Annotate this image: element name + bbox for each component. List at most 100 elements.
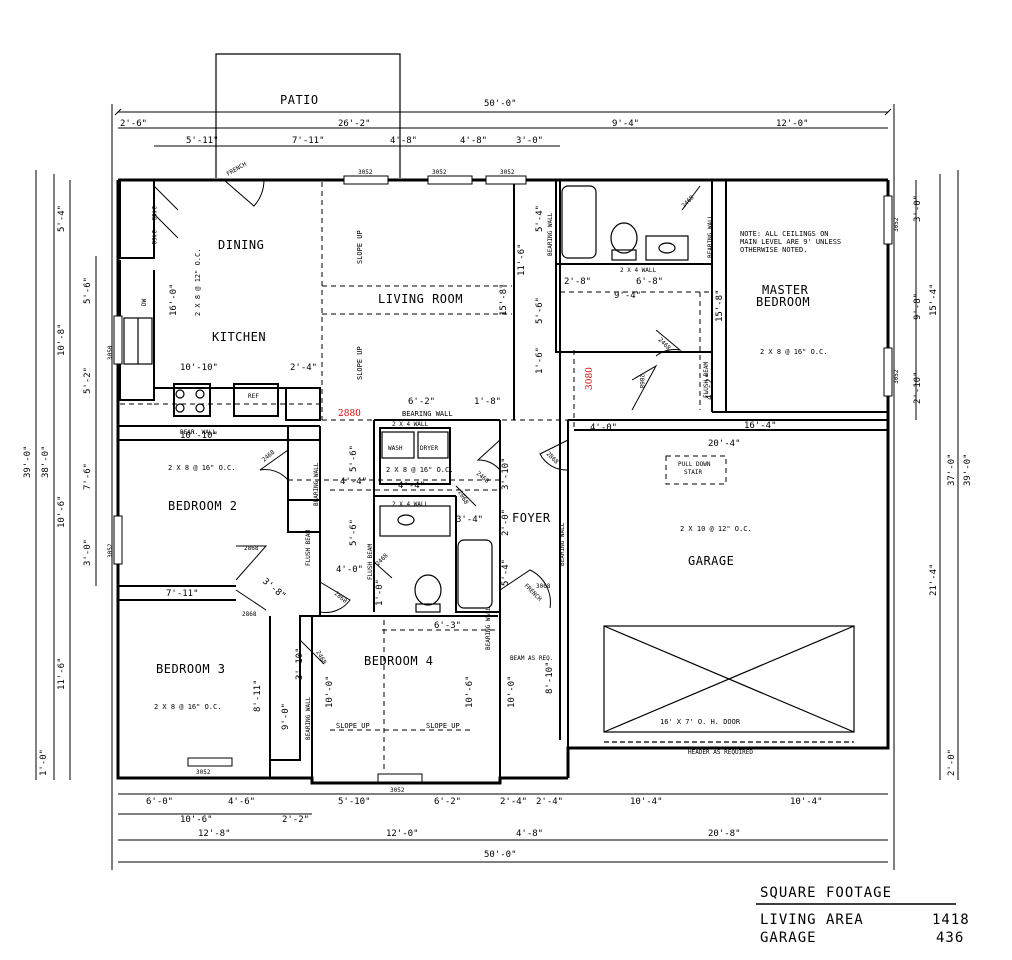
square-footage-table: SQUARE FOOTAGE LIVING AREA 1418 GARAGE 4… — [756, 885, 969, 946]
two-x-four-laundry: 2 X 4 WALL — [392, 421, 429, 428]
opening-callouts: 3052 3052 3052 3052 3052 3050 3052 3052 … — [107, 169, 900, 794]
dim-right-2: 9'-8" — [913, 293, 923, 320]
dim-bot3-d: 20'-8" — [708, 829, 741, 839]
ceiling-note-line3: OTHERWISE NOTED. — [740, 246, 807, 254]
room-label-foyer: FOYER — [512, 511, 551, 525]
dim-int-bath-b: 6'-8" — [636, 277, 663, 287]
dim-right-6: 2'-0" — [947, 749, 957, 776]
dim-bot4: 50'-0" — [484, 850, 517, 860]
dim-right-4: 15'-4" — [929, 283, 939, 316]
dim-bot1-f: 2'-4" — [536, 797, 563, 807]
bearing-wall-bed4: BEARING WALL — [485, 606, 492, 650]
joist-note-bedroom3: 2 X 8 @ 16" O.C. — [154, 703, 221, 711]
washer-label: WASH — [388, 445, 403, 452]
room-label-dining: DINING — [218, 238, 264, 252]
dimension-text: 50'-0" 2'-6" 26'-2" 9'-4" 12'-0" 5'-11" … — [23, 99, 973, 860]
door-tag-bath: 2468 — [374, 552, 389, 567]
door-tag-laundry: 2468 — [475, 470, 491, 485]
hall-tub — [457, 539, 493, 609]
dryer-label: DRYER — [420, 445, 438, 452]
dim-bot2-a: 10'-6" — [180, 815, 213, 825]
dim-right-1: 3'-0" — [913, 195, 923, 222]
rough-opening-2880: 2880 — [338, 409, 361, 419]
flush-beam-master: FLUSH BEAM — [703, 361, 710, 398]
dim-int-1-6: 1'-6" — [535, 347, 545, 374]
dim-int-closet-v: 5'-4" — [535, 205, 545, 232]
washer — [381, 431, 415, 459]
dim-top-c: 9'-4" — [612, 119, 639, 129]
room-label-garage: GARAGE — [688, 554, 734, 568]
window-tag-master-1: 3052 — [893, 217, 900, 232]
dim-int-laundry-b: 1'-8" — [474, 397, 501, 407]
dim-int-3-8: 3'-8" — [260, 577, 287, 602]
dim-int-gar-h: 20'-4" — [708, 439, 741, 449]
slope-note-bed4-1: SLOPE UP — [336, 722, 370, 730]
dim-bot3-a: 12'-8" — [198, 829, 231, 839]
dim-right-b: 37'-0" — [947, 453, 957, 486]
two-x-four-master: 2 X 4 WALL — [620, 267, 657, 274]
dim-bot1-a: 6'-0" — [146, 797, 173, 807]
dim-bot1-h: 10'-4" — [790, 797, 823, 807]
hall-vanity — [379, 505, 451, 537]
door-tag-bed4: 2868 — [333, 590, 349, 605]
room-label-bedroom2: BEDROOM 2 — [168, 499, 238, 513]
room-label-master-2: BEDROOM — [756, 295, 810, 309]
dim-top2-a: 5'-11" — [186, 136, 219, 146]
dim-top2-d: 4'-8" — [460, 136, 487, 146]
sqft-row-label: GARAGE — [760, 930, 817, 946]
room-label-bedroom3: BEDROOM 3 — [156, 662, 226, 676]
room-labels: PATIO DINING KITCHEN LIVING ROOM MASTER … — [156, 93, 810, 676]
dryer — [417, 431, 449, 459]
dim-int-laundry-w: 6'-2" — [408, 397, 435, 407]
french-door-patio: FRENCH — [226, 161, 249, 178]
dim-top-b: 26'-2" — [338, 119, 371, 129]
door-tag-garage: 2868 — [545, 450, 560, 465]
door-tag-bed4-closet: 2468 — [314, 650, 327, 666]
dim-int-3-10b: 3'-10" — [295, 647, 305, 680]
dim-top2-b: 7'-11" — [292, 136, 325, 146]
patio — [215, 53, 401, 178]
dim-left-overall: 39'-0" — [23, 445, 33, 478]
dim-left-kitchen: 10'-8" — [57, 323, 67, 356]
master-tub — [561, 185, 597, 259]
window-tag-bed4: 3052 — [390, 787, 405, 794]
bearing-wall-bed3: BEARING WALL — [305, 696, 312, 740]
dim-right-5: 21'-4" — [929, 563, 939, 596]
dim-int-lr-v2: 11'-6" — [517, 243, 527, 276]
dim-int-bath-c: 9'-4" — [614, 291, 641, 301]
dim-int-bed4-v: 10'-0" — [325, 675, 335, 708]
dim-int-foyer-v: 3'-10" — [501, 457, 511, 490]
room-label-master-1: MASTER — [762, 283, 809, 297]
dim-bot2-b: 2'-2" — [282, 815, 309, 825]
dim-int-bed4-v2: 10'-6" — [465, 675, 475, 708]
pull-down-stair-1: PULL DOWN — [678, 461, 711, 468]
dim-left-6: 11'-6" — [57, 657, 67, 690]
header-as-required: HEADER AS REQUIRED — [688, 749, 753, 756]
dim-bot1-b: 4'-6" — [228, 797, 255, 807]
two-x-four-bath: 2 X 4 WALL — [392, 501, 429, 508]
dim-top-d: 12'-0" — [776, 119, 809, 129]
dim-int-dk2: 2'-4" — [290, 363, 317, 373]
room-label-living: LIVING ROOM — [378, 292, 463, 306]
hall-toilet — [414, 574, 442, 606]
dim-int-bath-a: 2'-8" — [564, 277, 591, 287]
joist-note-garage: 2 X 10 @ 12" O.C. — [680, 525, 752, 533]
beam-as-req: BEAM AS REQ. — [510, 655, 553, 662]
dim-int-bed4-v3: 10'-0" — [507, 675, 517, 708]
stove-burner — [175, 389, 185, 399]
bearing-wall-foyer: BEARING WALL — [559, 522, 566, 566]
door-tag-linen: 2068 — [456, 490, 469, 506]
ceiling-note-line1: NOTE: ALL CEILINGS ON — [740, 230, 829, 238]
dim-left-4: 7'-6" — [83, 463, 93, 490]
garage-door-label: 16' X 7' O. H. DOOR — [660, 718, 741, 726]
dim-left-bed2: 10'-6" — [57, 495, 67, 528]
window-tag-master-2: 3052 — [893, 369, 900, 384]
dim-int-k-v: 16'-0" — [169, 283, 179, 316]
door-tag-bed3: 2868 — [242, 611, 257, 618]
room-label-kitchen: KITCHEN — [212, 330, 266, 344]
dim-left-5: 3'-0" — [83, 539, 93, 566]
bearing-wall-master: BEARING WALL — [707, 214, 714, 258]
sqft-row-value: 436 — [936, 930, 964, 946]
rough-opening-3080: 3080 — [585, 367, 595, 390]
